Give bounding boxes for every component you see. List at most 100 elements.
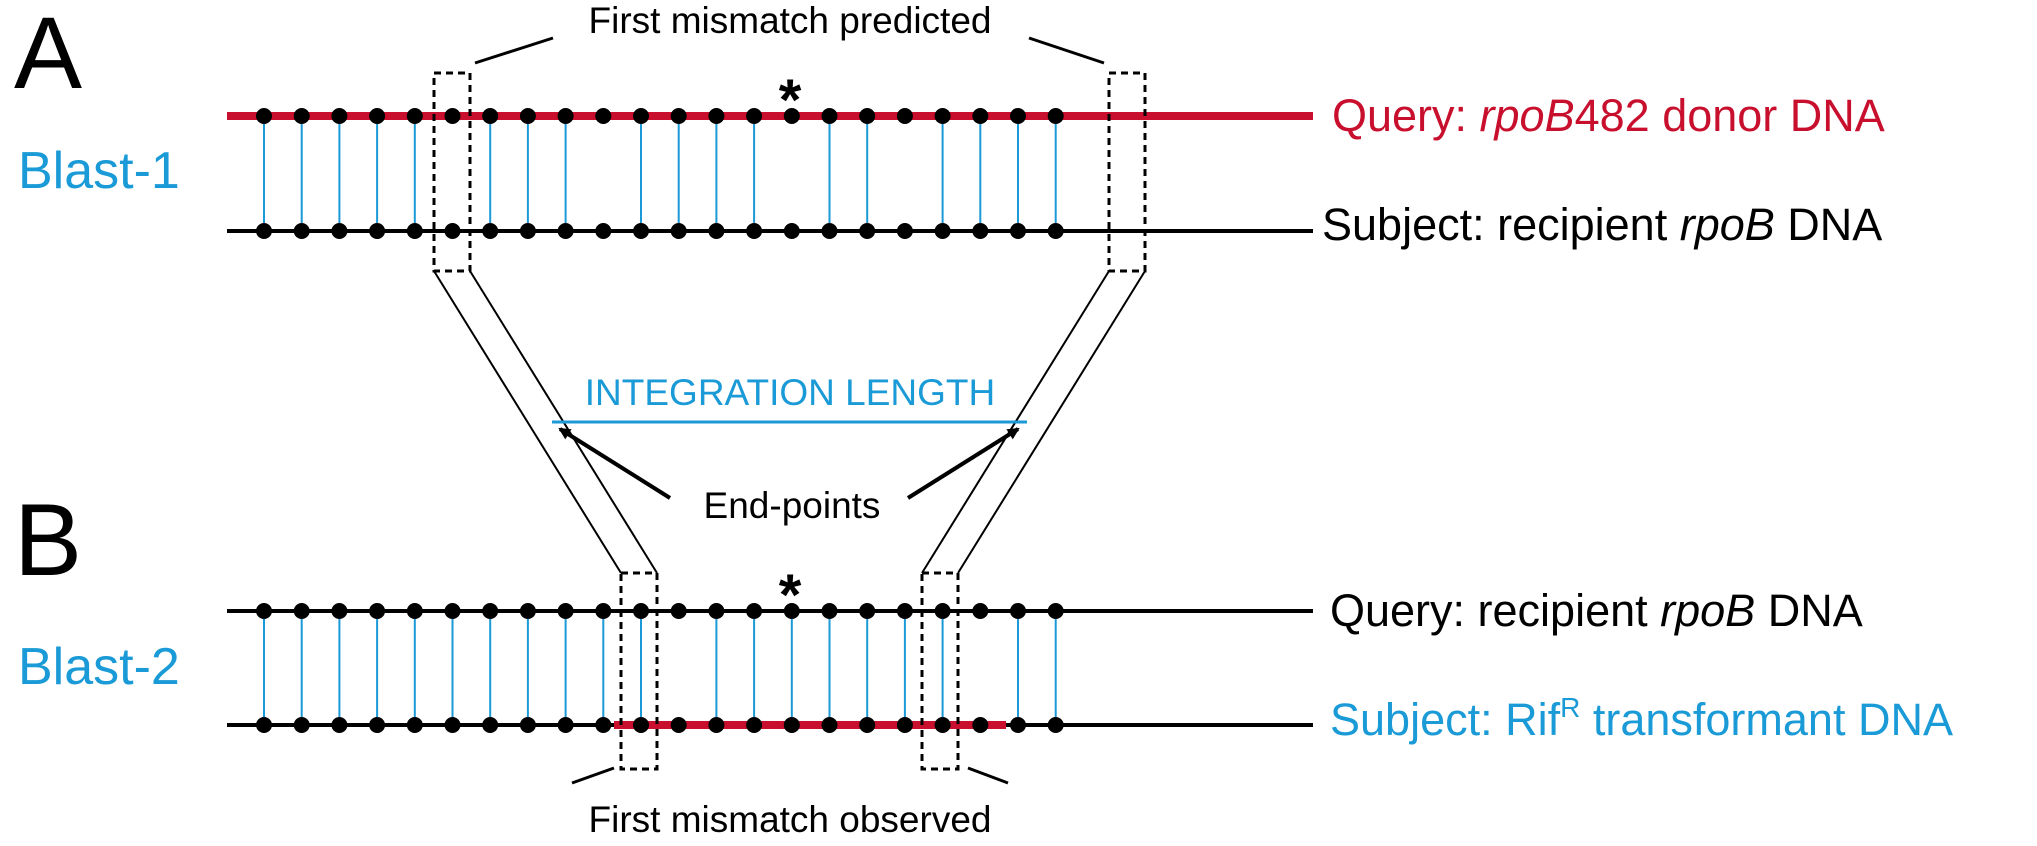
blast-2-base-pair-links	[263, 611, 1057, 725]
blast-2-nucleotides	[256, 603, 1064, 733]
blast-2-query-nucleotide	[406, 603, 423, 619]
blast-1-query-nucleotide	[406, 108, 423, 124]
blast-2-subject-nucleotide	[746, 717, 763, 733]
blast-2-subject-prefix: Subject: Rif	[1330, 694, 1561, 745]
blast-2-query-nucleotide	[444, 603, 461, 619]
blast-1-subject-nucleotide	[708, 223, 725, 239]
blast-2-query-nucleotide	[670, 603, 687, 619]
blast-2-query-nucleotide	[708, 603, 725, 619]
blast-2-subject-nucleotide	[934, 717, 951, 733]
blast-2-query-nucleotide	[934, 603, 951, 619]
blast-1-subject-nucleotide	[859, 223, 876, 239]
blast-1-query-nucleotide	[670, 108, 687, 124]
blast-1-subject-gene: rpoB	[1680, 199, 1775, 250]
blast-1-subject-nucleotide	[595, 223, 612, 239]
blast-2-query-suffix: DNA	[1755, 585, 1863, 636]
blast-1-query-nucleotide	[821, 108, 838, 124]
blast-1-subject-suffix: DNA	[1775, 199, 1883, 250]
blast-1-query-nucleotide	[859, 108, 876, 124]
blast-1-subject-nucleotide	[783, 223, 800, 239]
end-point-left-arrow	[558, 427, 672, 500]
blast-2-query-gene: rpoB	[1660, 585, 1755, 636]
blast-2-query-nucleotide	[746, 603, 763, 619]
blast-2-query-nucleotide	[972, 603, 989, 619]
projection-left-outer	[433, 270, 622, 574]
blast-1-query-nucleotide	[256, 108, 272, 124]
blast-2-query-nucleotide	[331, 603, 348, 619]
blast-2-query-nucleotide	[821, 603, 838, 619]
blast-2-query-nucleotide	[256, 603, 272, 619]
blast-1-query-nucleotide	[633, 108, 649, 124]
blast-1-query-nucleotide	[1010, 108, 1026, 124]
blast-2-query-nucleotide	[783, 603, 800, 619]
blast-2-query-label: Query: recipient rpoB DNA	[1330, 585, 1863, 636]
blast-1-query-nucleotide	[369, 108, 386, 124]
blast-2-subject-nucleotide	[1010, 717, 1026, 733]
blast-2-subject-nucleotide	[896, 717, 913, 733]
blast-2-subject-label: Subject: RifR transformant DNA	[1330, 692, 1953, 745]
blast-1-subject-nucleotide	[821, 223, 838, 239]
blast-2-query-nucleotide	[595, 603, 612, 619]
end-points-label: End-points	[704, 485, 881, 526]
blast-1-subject-nucleotide	[444, 223, 461, 239]
blast-1-subject-nucleotide	[406, 223, 423, 239]
blast-1-query-nucleotide	[519, 108, 536, 124]
blast-1-subject-prefix: Subject: recipient	[1322, 199, 1680, 250]
blast-1-query-nucleotide	[783, 108, 800, 124]
blast-2-subject-nucleotide	[595, 717, 612, 733]
blast-1-label: Blast-1	[18, 142, 180, 200]
blast-2-subject-nucleotide	[972, 717, 989, 733]
end-point-right-arrow	[906, 427, 1020, 500]
observed-left-leader	[571, 766, 615, 785]
blast-1-subject-nucleotide	[633, 223, 649, 239]
blast-2-subject-nucleotide	[1047, 717, 1064, 733]
blast-1-query-nucleotide	[444, 108, 461, 124]
blast-1-query-nucleotide	[482, 108, 499, 124]
blast-2-query-nucleotide	[1010, 603, 1026, 619]
blast-2-subject-suffix: transformant DNA	[1580, 694, 1953, 745]
blast-2-subject-nucleotide	[633, 717, 649, 733]
panel-label-a: A	[14, 0, 82, 110]
blast-2-query-nucleotide	[896, 603, 913, 619]
blast-2-query-nucleotide	[1047, 603, 1064, 619]
blast-1-subject-nucleotide	[670, 223, 687, 239]
blast-1-subject-nucleotide	[256, 223, 272, 239]
blast-2-left-mismatch-box	[619, 571, 659, 771]
blast-1-right-mismatch-box	[1107, 71, 1147, 273]
blast-1-alignment: *	[227, 68, 1313, 273]
blast-1-query-nucleotide	[972, 108, 989, 124]
blast-2-subject-nucleotide	[369, 717, 386, 733]
blast-2-subject-nucleotide	[482, 717, 499, 733]
blast-1-mutation-star: *	[779, 68, 802, 133]
blast-1-query-suffix: 482 donor DNA	[1575, 90, 1885, 141]
blast-1-query-nucleotide	[595, 108, 612, 124]
blast-1-subject-nucleotide	[369, 223, 386, 239]
blast-1-subject-nucleotide	[482, 223, 499, 239]
blast-1-subject-nucleotide	[972, 223, 989, 239]
blast-1-subject-nucleotide	[1047, 223, 1064, 239]
blast-2-subject-nucleotide	[444, 717, 461, 733]
blast-2-subject-nucleotide	[331, 717, 348, 733]
first-mismatch-observed-label: First mismatch observed	[589, 799, 992, 840]
blast-1-subject-nucleotide	[1010, 223, 1026, 239]
blast-2-subject-nucleotide	[783, 717, 800, 733]
blast-1-query-nucleotide	[708, 108, 725, 124]
integration-length-label: INTEGRATION LENGTH	[585, 372, 995, 413]
blast-1-query-nucleotide	[1047, 108, 1064, 124]
blast-2-query-nucleotide	[633, 603, 649, 619]
blast-1-subject-nucleotide	[896, 223, 913, 239]
blast-1-nucleotides	[256, 108, 1064, 239]
blast-2-subject-nucleotide	[821, 717, 838, 733]
first-mismatch-predicted-label: First mismatch predicted	[589, 0, 992, 41]
blast-1-subject-nucleotide	[934, 223, 951, 239]
blast-2-subject-nucleotide	[293, 717, 310, 733]
blast-2-query-prefix: Query: recipient	[1330, 585, 1660, 636]
panel-label-b: B	[14, 483, 82, 597]
blast-1-subject-nucleotide	[746, 223, 763, 239]
blast-2-query-nucleotide	[369, 603, 386, 619]
blast-1-query-label: Query: rpoB482 donor DNA	[1332, 90, 1885, 141]
blast-1-query-nucleotide	[331, 108, 348, 124]
blast-2-label: Blast-2	[18, 638, 180, 696]
blast-1-query-nucleotide	[557, 108, 574, 124]
